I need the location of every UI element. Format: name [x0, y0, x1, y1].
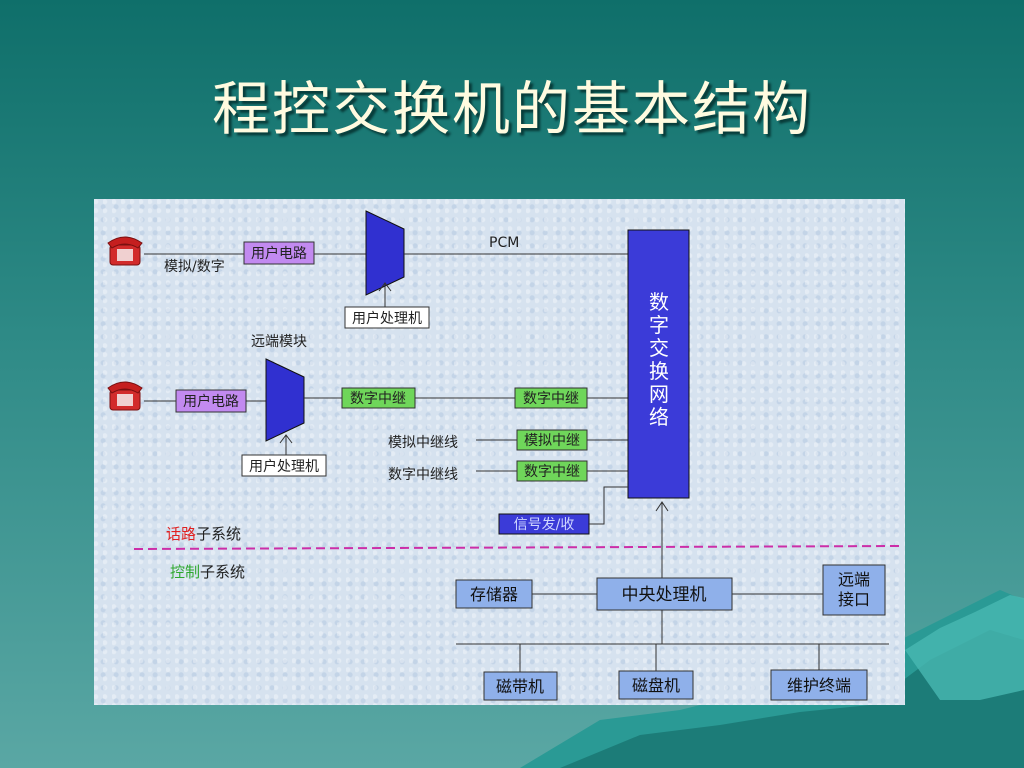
concentrator-trapezoid	[365, 210, 405, 296]
user-circuit-remote-label: 用户电路	[183, 393, 239, 410]
slide-title: 程控交换机的基本结构	[211, 75, 812, 143]
user-circuit-label: 用户电路	[251, 245, 307, 262]
switch-network-char: 交	[649, 336, 669, 360]
telephone-icon	[107, 381, 143, 411]
control-subsystem-rest: 子系统	[200, 563, 245, 581]
maintenance-terminal-box	[770, 669, 868, 701]
memory-label: 存储器	[470, 585, 518, 604]
voice-subsystem-colored: 话路	[166, 525, 196, 543]
svg-text:控制子系统: 控制子系统	[170, 563, 245, 581]
digital-trunk-line-label: 数字中继线	[388, 467, 458, 483]
switch-network-char: 数	[649, 290, 669, 314]
switch-network-char: 字	[649, 313, 669, 337]
switch-network-char: 网	[649, 382, 669, 406]
svg-text:话路子系统: 话路子系统	[166, 525, 241, 543]
cpu-label: 中央处理机	[622, 585, 707, 605]
tape-drive-box	[483, 671, 558, 701]
user-processor-box	[344, 306, 430, 329]
user-processor-remote-box	[241, 454, 327, 477]
maintenance-terminal-label: 维护终端	[787, 676, 851, 695]
user-processor-remote-label: 用户处理机	[249, 458, 319, 475]
remote-interface-box	[822, 564, 886, 616]
diagram-panel: 模拟/数字 用户电路 PCM 用户处理机 远端模块 用户电路 数字中继 数字中继	[94, 199, 905, 705]
control-subsystem-colored: 控制	[170, 563, 200, 581]
voice-subsystem-rest: 子系统	[196, 525, 241, 543]
disk-drive-label: 磁盘机	[632, 676, 680, 695]
subsystem-divider	[133, 545, 900, 550]
cpu-box	[596, 577, 733, 611]
memory-box	[455, 579, 533, 609]
digital-switch-network-box	[627, 229, 690, 499]
switch-structure-diagram: 模拟/数字 用户电路 PCM 用户处理机 远端模块 用户电路 数字中继 数字中继	[107, 210, 900, 701]
user-processor-label: 用户处理机	[352, 310, 422, 327]
analog-digital-label: 模拟/数字	[164, 259, 225, 275]
remote-interface-label-1: 远端	[838, 570, 870, 589]
analog-trunk-line-label: 模拟中继线	[388, 435, 458, 451]
signal-tx-rx-label: 信号发/收	[514, 517, 575, 533]
digital-trunk-label-1: 数字中继	[350, 391, 406, 407]
user-circuit-box	[243, 241, 315, 265]
switch-network-char: 换	[649, 359, 669, 383]
remote-module-label: 远端模块	[251, 334, 307, 350]
disk-drive-box	[618, 670, 694, 700]
telephone-icon	[107, 236, 143, 266]
analog-trunk-label: 模拟中继	[524, 433, 580, 449]
digital-trunk-label-3: 数字中继	[524, 464, 580, 480]
switch-network-char: 络	[649, 405, 669, 429]
pcm-label: PCM	[489, 235, 519, 251]
digital-trunk-label-2: 数字中继	[523, 391, 579, 407]
remote-interface-label-2: 接口	[838, 590, 870, 609]
tape-drive-label: 磁带机	[496, 677, 544, 696]
remote-concentrator-trapezoid	[265, 358, 305, 442]
